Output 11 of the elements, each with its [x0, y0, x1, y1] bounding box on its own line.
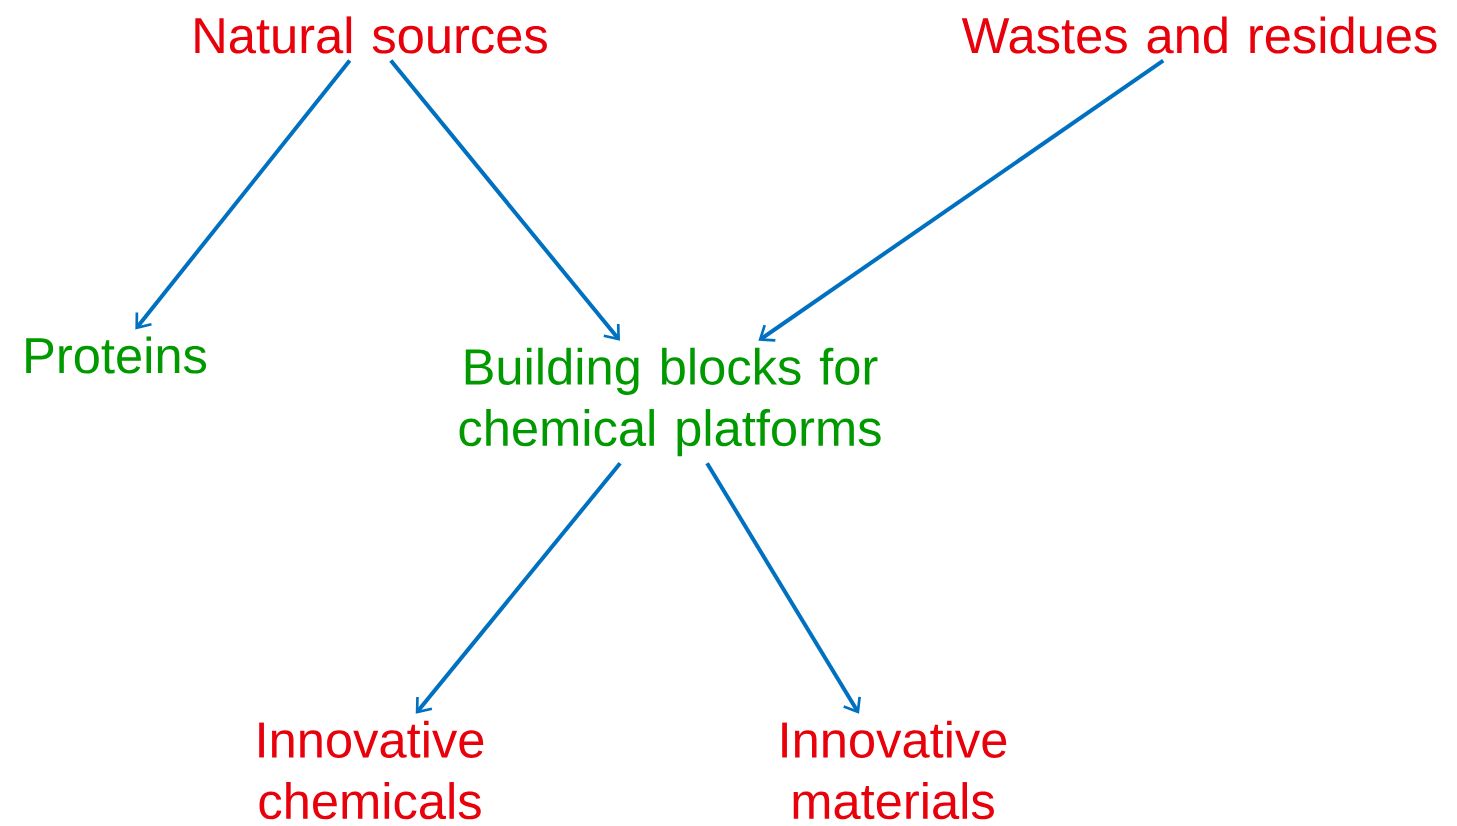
arrow	[389, 59, 620, 341]
source-label: Natural sources	[195, 16, 547, 54]
arrow	[705, 462, 861, 714]
output-label: Innovative chemicals	[259, 720, 484, 820]
source-label: Wastes and residues	[961, 16, 1437, 54]
product-label: Building blocks for chemical platforms	[459, 347, 881, 457]
arrow	[758, 58, 1165, 342]
arrow	[135, 59, 352, 330]
arrow	[415, 461, 622, 714]
product-label: Proteins	[26, 336, 207, 374]
output-label: Innovative materials	[782, 720, 1007, 820]
